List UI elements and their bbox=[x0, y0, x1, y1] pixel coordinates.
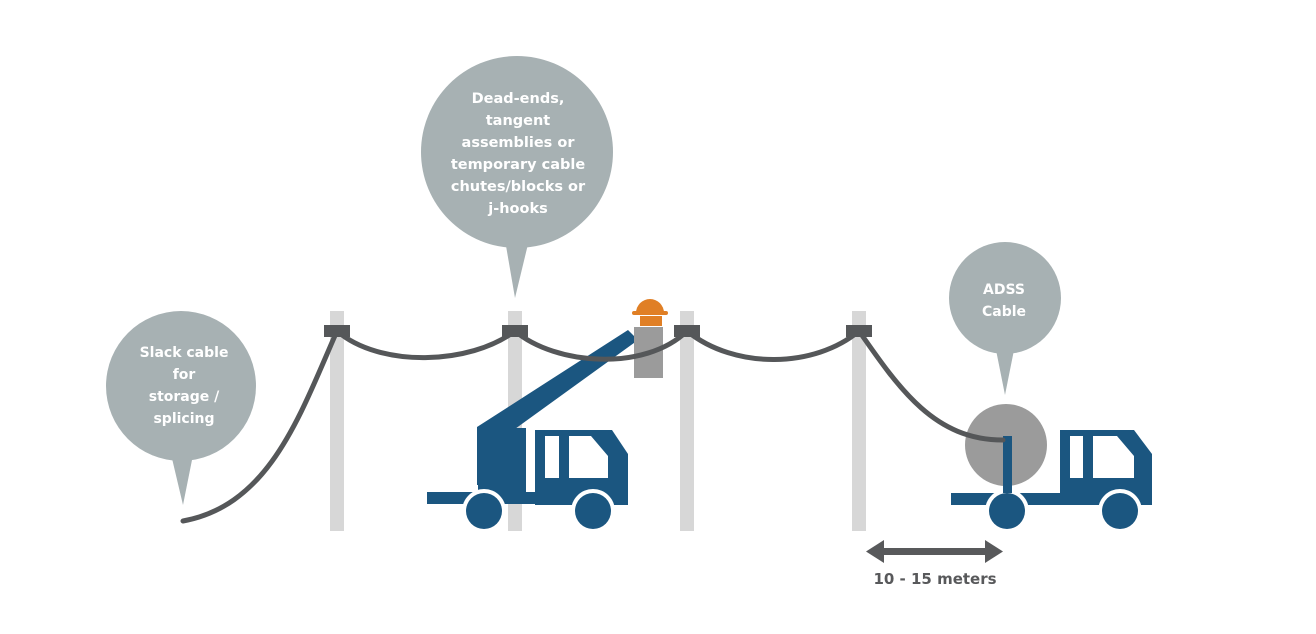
distance-arrow bbox=[866, 540, 1003, 563]
pole-bracket-1 bbox=[324, 325, 350, 337]
utility-pole-1 bbox=[330, 311, 344, 531]
callout-line: storage / bbox=[148, 389, 220, 405]
callout-line: tangent bbox=[485, 113, 551, 129]
cable-reel-truck bbox=[951, 430, 1152, 533]
callout-line: splicing bbox=[153, 411, 215, 427]
pole-bracket-4 bbox=[846, 325, 872, 337]
utility-pole-3 bbox=[680, 311, 694, 531]
hard-hat-icon bbox=[632, 299, 668, 326]
pole-bracket-3 bbox=[674, 325, 700, 337]
bucket-truck bbox=[427, 330, 638, 533]
callout-line: Slack cable bbox=[139, 345, 229, 361]
callout-line: assemblies or bbox=[461, 135, 575, 151]
callout-line: Dead-ends, bbox=[471, 91, 565, 107]
callout-slack-cable bbox=[106, 311, 256, 505]
reel-stand bbox=[1003, 436, 1012, 493]
callout-line: j-hooks bbox=[488, 201, 548, 217]
distance-label: 10 - 15 meters bbox=[873, 570, 997, 588]
callout-line: chutes/blocks or bbox=[450, 179, 586, 195]
callout-line: for bbox=[172, 367, 196, 383]
adss-cable-line bbox=[180, 326, 1006, 524]
callout-line: temporary cable bbox=[450, 157, 586, 173]
utility-pole-4 bbox=[852, 311, 866, 531]
callout-line: Cable bbox=[981, 304, 1027, 320]
adss-cable-callout-text: ADSS Cable bbox=[952, 255, 1056, 347]
dead-ends-callout-text: Dead-ends, tangent assemblies or tempora… bbox=[432, 68, 604, 240]
callout-dead-ends bbox=[421, 56, 613, 298]
pole-bracket-2 bbox=[502, 325, 528, 337]
slack-cable-callout-text: Slack cable for storage / splicing bbox=[120, 326, 248, 446]
callout-adss-cable bbox=[949, 242, 1061, 395]
callout-line: ADSS bbox=[982, 282, 1025, 298]
